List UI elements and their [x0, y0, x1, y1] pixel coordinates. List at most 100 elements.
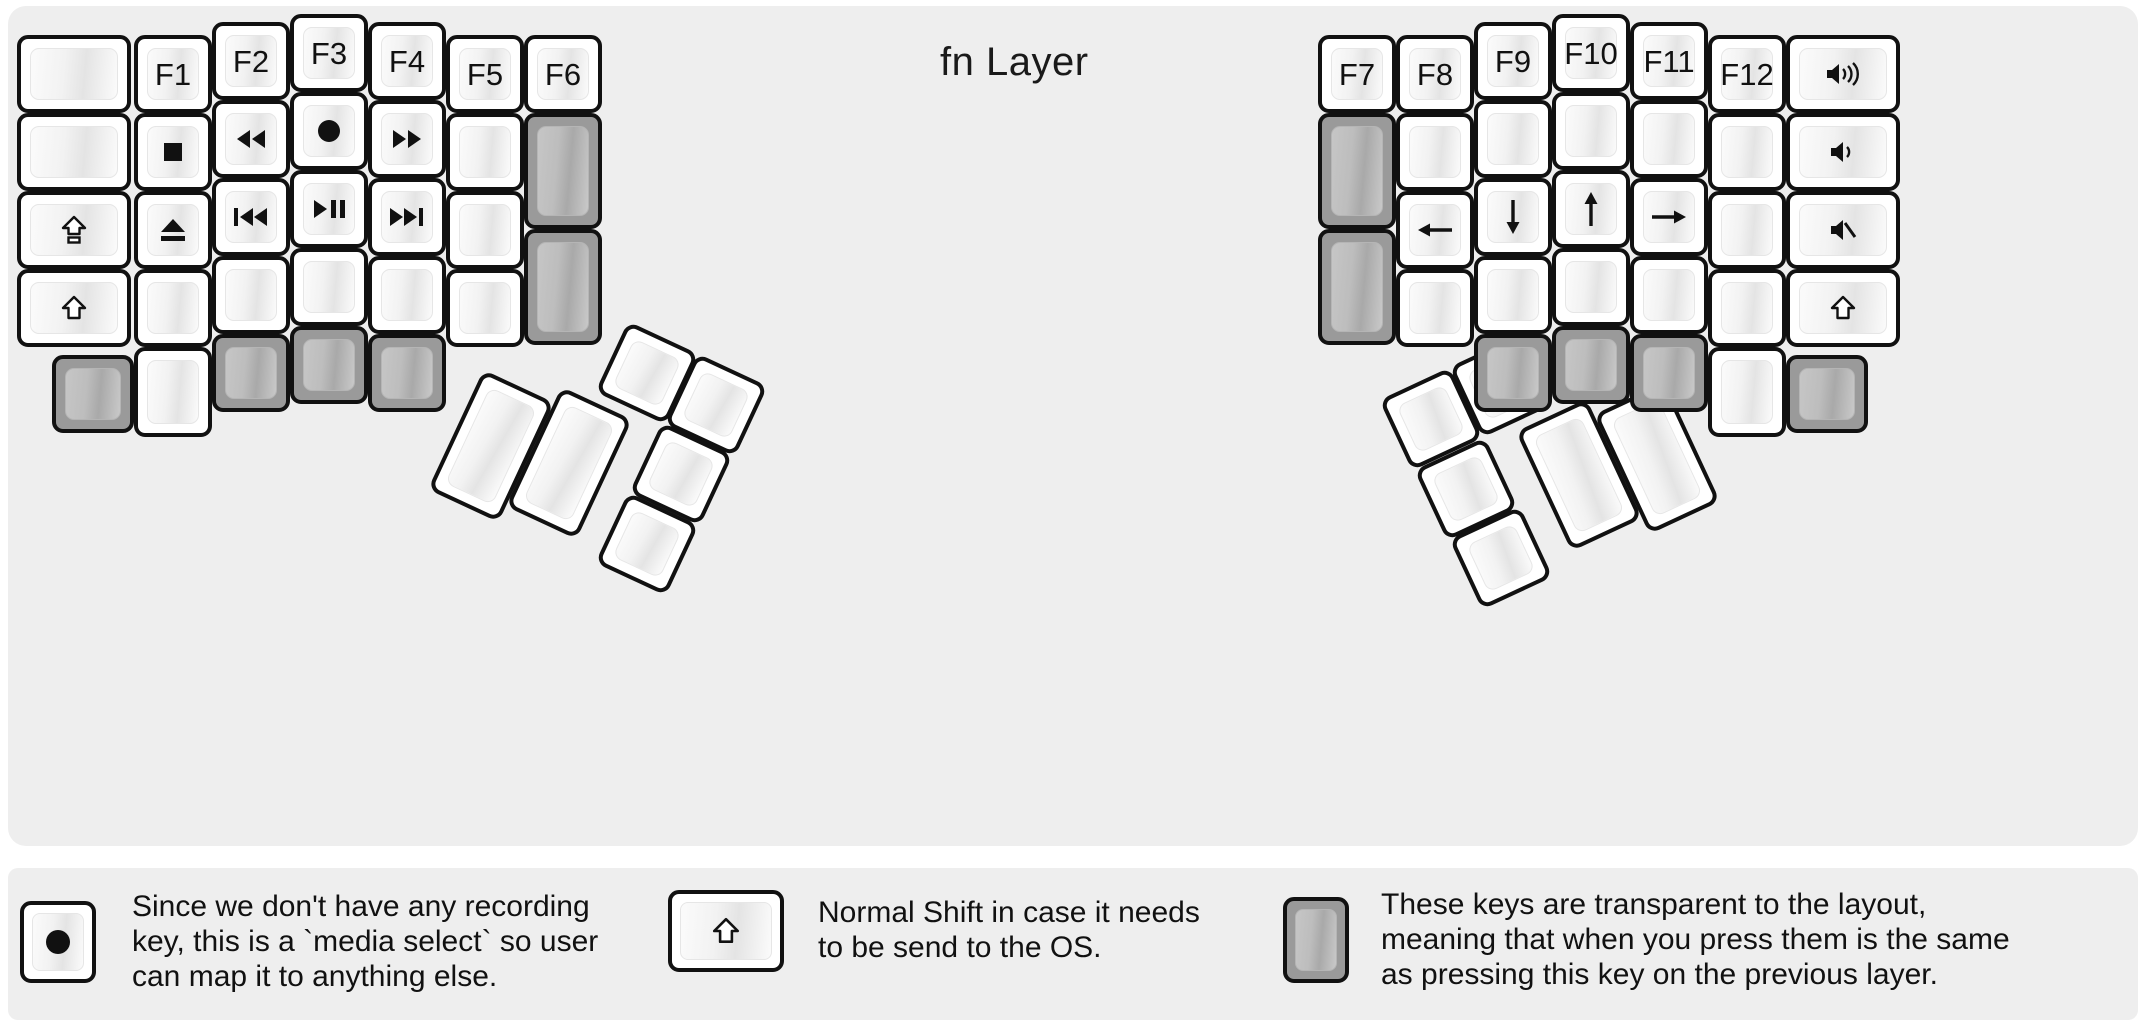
media-next-icon: [388, 206, 426, 228]
key-right-c1-r2[interactable]: [1396, 191, 1474, 269]
key-right-c2-r4-transparent[interactable]: [1474, 334, 1552, 412]
key-label: F7: [1338, 56, 1376, 92]
key-left-c5-r0[interactable]: F5: [446, 35, 524, 113]
key-left-c1-r0[interactable]: F1: [134, 35, 212, 113]
key-left-c4-r0[interactable]: F4: [368, 22, 446, 100]
key-right-c3-r4-transparent[interactable]: [1552, 326, 1630, 404]
keycap-face: [1396, 384, 1466, 454]
key-left-c0-r1[interactable]: [17, 113, 131, 191]
key-right-c3-r2[interactable]: [1552, 170, 1630, 248]
key-right-c3-r1[interactable]: [1552, 92, 1630, 170]
key-left-c5-r3[interactable]: [446, 269, 524, 347]
key-left-c3-r0[interactable]: F3: [290, 14, 368, 92]
key-left-c0-r3[interactable]: [17, 269, 131, 347]
keycap-face: F2: [225, 35, 277, 87]
key-left-c2-r0[interactable]: F2: [212, 22, 290, 100]
key-right-c0-r0[interactable]: F7: [1318, 35, 1396, 113]
shift-icon-svg: [61, 295, 87, 320]
key-right-c5-r1[interactable]: [1708, 113, 1786, 191]
key-right-c5-r0[interactable]: F12: [1708, 35, 1786, 113]
key-right-c1-r1[interactable]: [1396, 113, 1474, 191]
key-right-c2-r2[interactable]: [1474, 178, 1552, 256]
key-left-c1-r3[interactable]: [134, 269, 212, 347]
keycap-face: [537, 126, 589, 216]
keycap-face: [303, 183, 355, 235]
key-right-c5-r3[interactable]: [1708, 269, 1786, 347]
key-left-c1-r2[interactable]: [134, 191, 212, 269]
key-left-c5-r1[interactable]: [446, 113, 524, 191]
media-eject-icon-svg: [161, 219, 185, 241]
key-right-c2-r3[interactable]: [1474, 256, 1552, 334]
legend-item-record: Since we don't have any recording key, t…: [20, 890, 598, 994]
key-right-c0-r1-transparent[interactable]: [1318, 113, 1396, 229]
key-left-c3-r4-transparent[interactable]: [290, 326, 368, 404]
key-left-c4-r1[interactable]: [368, 100, 446, 178]
key-left-c3-r3[interactable]: [290, 248, 368, 326]
keycap-face: [1565, 339, 1617, 391]
keycap-face: [1487, 191, 1539, 243]
arrow-right-icon-svg: [1652, 210, 1686, 224]
key-left-c2-r4-transparent[interactable]: [212, 334, 290, 412]
arrow-right-icon: [1649, 204, 1689, 230]
keycap-face: [381, 347, 433, 399]
volume-up-icon-svg: [1827, 62, 1859, 86]
key-left-c6-r2-transparent[interactable]: [524, 229, 602, 345]
keycap-face: F4: [381, 35, 433, 87]
key-left-c0-r2[interactable]: [17, 191, 131, 269]
key-right-c2-r1[interactable]: [1474, 100, 1552, 178]
legend-key-shift: [668, 890, 784, 972]
key-label: F8: [1416, 56, 1454, 92]
key-right-c2-r0[interactable]: F9: [1474, 22, 1552, 100]
key-right-c4-r2[interactable]: [1630, 178, 1708, 256]
key-right-c6-r0[interactable]: [1786, 35, 1900, 113]
arrow-up-icon: [1578, 189, 1604, 229]
shift-icon-svg: [1830, 295, 1856, 320]
keycap-face: [459, 126, 511, 178]
key-right-c6-r1[interactable]: [1786, 113, 1900, 191]
key-right-c6-r4-transparent[interactable]: [1786, 355, 1868, 433]
key-left-c3-r2[interactable]: [290, 170, 368, 248]
key-label: F11: [1643, 43, 1695, 79]
key-left-c4-r4-transparent[interactable]: [368, 334, 446, 412]
key-right-c4-r1[interactable]: [1630, 100, 1708, 178]
key-left-c2-r1[interactable]: [212, 100, 290, 178]
keycap-face: [1409, 204, 1461, 256]
key-right-c3-r3[interactable]: [1552, 248, 1630, 326]
legend-text-shift: Normal Shift in case it needs to be send…: [818, 896, 1200, 964]
key-right-c0-r2-transparent[interactable]: [1318, 229, 1396, 345]
volume-down-icon-svg: [1831, 142, 1851, 162]
key-left-c6-r0[interactable]: F6: [524, 35, 602, 113]
key-right-c4-r3[interactable]: [1630, 256, 1708, 334]
key-left-c5-r2[interactable]: [446, 191, 524, 269]
key-label: F2: [232, 43, 270, 79]
key-left-c4-r2[interactable]: [368, 178, 446, 256]
key-left-c2-r2[interactable]: [212, 178, 290, 256]
page-title: fn Layer: [940, 40, 1089, 84]
key-left-c1-r1[interactable]: [134, 113, 212, 191]
keycap-face: [612, 338, 682, 408]
key-right-c5-r4[interactable]: [1708, 347, 1786, 437]
key-left-c1-r4[interactable]: [134, 347, 212, 437]
key-left-c4-r3[interactable]: [368, 256, 446, 334]
key-right-c6-r3[interactable]: [1786, 269, 1900, 347]
keycap-face: [1466, 523, 1536, 593]
key-right-c1-r3[interactable]: [1396, 269, 1474, 347]
keycap-face: [225, 269, 277, 321]
key-right-c4-r0[interactable]: F11: [1630, 22, 1708, 100]
key-right-c1-r0[interactable]: F8: [1396, 35, 1474, 113]
keycap-face: [1799, 282, 1887, 334]
keycap-face: F1: [147, 48, 199, 100]
key-right-c5-r2[interactable]: [1708, 191, 1786, 269]
key-right-c3-r0[interactable]: F10: [1552, 14, 1630, 92]
key-right-c6-r2[interactable]: [1786, 191, 1900, 269]
media-previous-icon-svg: [234, 208, 267, 226]
key-left-c0-r4-transparent[interactable]: [52, 355, 134, 433]
key-right-c4-r4-transparent[interactable]: [1630, 334, 1708, 412]
keycap-face: [1721, 282, 1773, 334]
legend-item-shift: Normal Shift in case it needs to be send…: [668, 890, 1200, 972]
key-left-c3-r1[interactable]: [290, 92, 368, 170]
key-left-c6-r1-transparent[interactable]: [524, 113, 602, 229]
key-left-c0-r0[interactable]: [17, 35, 131, 113]
key-left-c2-r3[interactable]: [212, 256, 290, 334]
